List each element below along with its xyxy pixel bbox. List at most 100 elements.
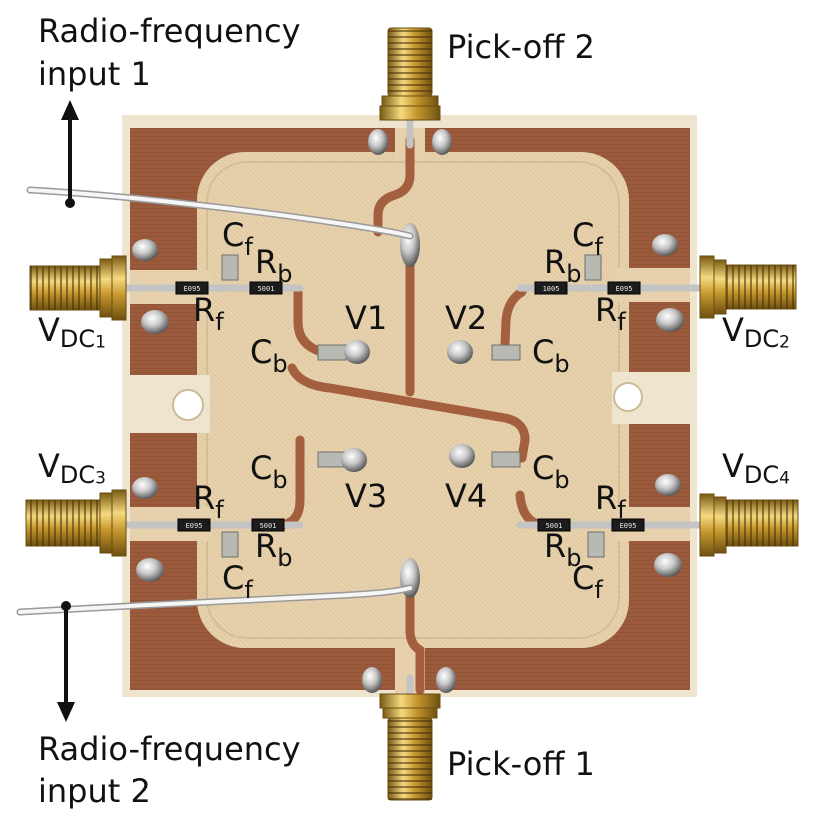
label-vdc3: VDC3: [38, 450, 106, 487]
resistor-rf-q1: E095: [175, 281, 209, 295]
capacitor-cf-q2: [584, 254, 602, 281]
label-sub: f: [215, 496, 224, 525]
resistor-marking: 1005: [543, 285, 560, 293]
resistor-rb-q1: 5001: [249, 281, 283, 295]
capacitor-cf-q3: [221, 531, 239, 558]
resistor-marking: E095: [620, 522, 637, 530]
capacitor-cb-q2: [491, 344, 521, 361]
label-sub: b: [566, 544, 582, 573]
label-sub: DC: [59, 325, 96, 353]
capacitor-cf-q4: [587, 531, 605, 558]
label-index: 2: [466, 299, 488, 337]
label-index: 4: [466, 477, 488, 515]
label-sub: DC: [743, 461, 780, 489]
label-cf-q3: Cf: [222, 562, 253, 602]
pick-off-2-label: Pick-off 2: [447, 28, 595, 66]
label-main: V: [445, 299, 467, 337]
rf-input-1-label-line1: Radio-frequency: [38, 12, 301, 50]
label-index: 2: [779, 332, 790, 353]
label-vdc4: VDC4: [722, 450, 790, 487]
bias-pad-v1: [344, 340, 370, 364]
resistor-marking: 5001: [260, 522, 277, 530]
label-rf-q1: Rf: [193, 294, 224, 334]
label-sub: f: [215, 308, 224, 337]
label-vdc2: VDC2: [722, 314, 790, 351]
bias-pad-v2: [447, 340, 473, 364]
label-v2: V2: [445, 302, 487, 334]
label-vdc1: VDC1: [38, 314, 106, 351]
label-sub: b: [272, 350, 288, 379]
label-rb-q3: Rb: [255, 530, 292, 570]
resistor-marking: E095: [616, 285, 633, 293]
label-sub: f: [594, 233, 603, 262]
label-cb-q3: Cb: [250, 452, 288, 492]
sma-connector-vdc2: [699, 255, 797, 319]
mounting-hole-left: [130, 375, 210, 433]
label-main: V: [345, 477, 367, 515]
sma-connector-vdc1: [29, 255, 127, 321]
resistor-rf-q4: E095: [611, 518, 645, 532]
label-sub: f: [244, 233, 253, 262]
label-main: R: [544, 243, 567, 281]
rf-input-1-wire: [26, 186, 414, 240]
label-main: R: [193, 291, 216, 329]
label-rf-q4: Rf: [595, 482, 626, 522]
label-main: V: [38, 311, 60, 349]
label-main: V: [722, 447, 744, 485]
label-cf-q2: Cf: [572, 219, 603, 259]
sma-connector-vdc3: [25, 489, 127, 557]
label-main: V: [345, 299, 367, 337]
label-cb-q2: Cb: [532, 336, 570, 376]
capacitor-cb-q4: [491, 451, 521, 468]
resistor-marking: E095: [184, 285, 201, 293]
label-cb-q1: Cb: [250, 336, 288, 376]
label-index: 3: [366, 477, 388, 515]
label-cb-q4: Cb: [532, 452, 570, 492]
bias-pad-v3: [341, 448, 367, 472]
label-main: C: [572, 216, 595, 254]
label-sub: f: [617, 308, 626, 337]
label-main: V: [722, 311, 744, 349]
resistor-rf-q2: E095: [607, 281, 641, 295]
label-sub: b: [277, 544, 293, 573]
label-sub: f: [594, 576, 603, 605]
label-main: R: [544, 527, 567, 565]
label-sub: b: [554, 466, 570, 495]
label-v3: V3: [345, 480, 387, 512]
label-main: V: [445, 477, 467, 515]
label-sub: f: [617, 496, 626, 525]
label-rb-q1: Rb: [255, 246, 292, 286]
arrow-down-rf-input-2: [57, 601, 75, 722]
capacitor-cf-q1: [221, 254, 239, 281]
label-main: R: [255, 527, 278, 565]
label-index: 1: [95, 332, 106, 353]
label-rb-q2: Rb: [544, 246, 581, 286]
rf-input-2-label-line2: input 2: [38, 772, 151, 810]
label-sub: f: [244, 576, 253, 605]
solder-joints: [132, 129, 684, 693]
sma-connector-pick-off-2: [379, 27, 441, 121]
label-rf-q2: Rf: [595, 294, 626, 334]
label-rb-q4: Rb: [544, 530, 581, 570]
pick-off-1-label: Pick-off 1: [447, 745, 595, 783]
arrow-up-rf-input-1: [61, 100, 79, 208]
label-sub: DC: [59, 461, 96, 489]
rf-input-2-wire: [16, 584, 414, 616]
rf-input-1-label-line2: input 1: [38, 55, 151, 93]
label-main: R: [193, 479, 216, 517]
mounting-hole-right: [612, 372, 690, 424]
resistor-rb-q4: 5001: [537, 518, 571, 532]
resistor-rf-q3: E095: [177, 518, 211, 532]
label-rf-q3: Rf: [193, 482, 224, 522]
label-sub: DC: [743, 325, 780, 353]
label-cf-q1: Cf: [222, 219, 253, 259]
label-index: 3: [95, 468, 106, 489]
resistor-marking: 5001: [546, 522, 563, 530]
label-sub: b: [566, 260, 582, 289]
traces: [277, 135, 545, 695]
resistor-rb-q3: 5001: [251, 518, 285, 532]
label-main: C: [250, 449, 273, 487]
label-main: C: [222, 216, 245, 254]
